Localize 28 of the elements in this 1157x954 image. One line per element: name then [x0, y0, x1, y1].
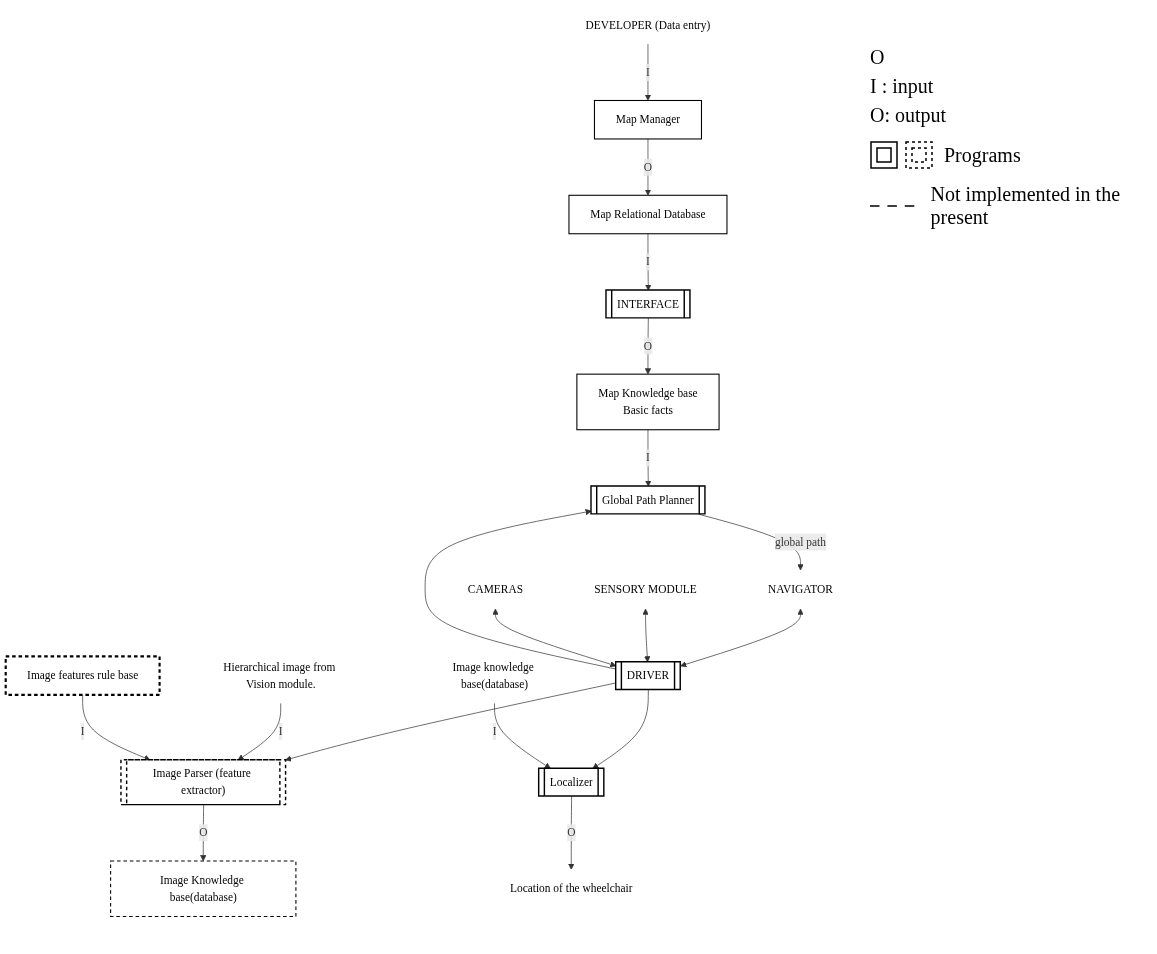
- legend-text: Not implemented in the present: [930, 183, 1121, 229]
- edge-label: I: [80, 725, 85, 738]
- node-text: CAMERAS: [467, 582, 523, 596]
- edge-label: I: [492, 725, 497, 738]
- edge-label: O: [199, 826, 208, 839]
- edge-label: I: [646, 255, 650, 268]
- node-text: DEVELOPER (Data entry): [585, 18, 711, 31]
- edge-label: global path: [775, 535, 826, 548]
- node-box: Image Knowledge base(database): [110, 860, 297, 918]
- key-text: O: [870, 46, 886, 69]
- key-text: O: output: [870, 104, 948, 127]
- edge-label: I: [646, 65, 650, 79]
- edge-label: I: [278, 725, 283, 738]
- edge-label: I: [646, 451, 650, 464]
- node-box: Map Relational Database: [568, 194, 728, 235]
- node-box: Image features rule base: [4, 655, 161, 696]
- node-box: Map Manager: [593, 99, 703, 140]
- node-text: SENSORY MODULE: [594, 582, 697, 596]
- node-box: Map Knowledge base Basic facts: [576, 373, 720, 431]
- node-text: Location of the wheelchair: [509, 882, 633, 895]
- key-text: I : input: [870, 75, 935, 98]
- node-text: Hierarchical image from Vision module.: [223, 660, 336, 690]
- edge-label: O: [567, 826, 576, 839]
- node-text: NAVIGATOR: [768, 582, 833, 596]
- node-text: Image knowledge base(database): [452, 660, 534, 690]
- legend-text: Programs: [944, 143, 1021, 167]
- edge-label: O: [643, 160, 653, 173]
- edge-label: O: [643, 339, 653, 352]
